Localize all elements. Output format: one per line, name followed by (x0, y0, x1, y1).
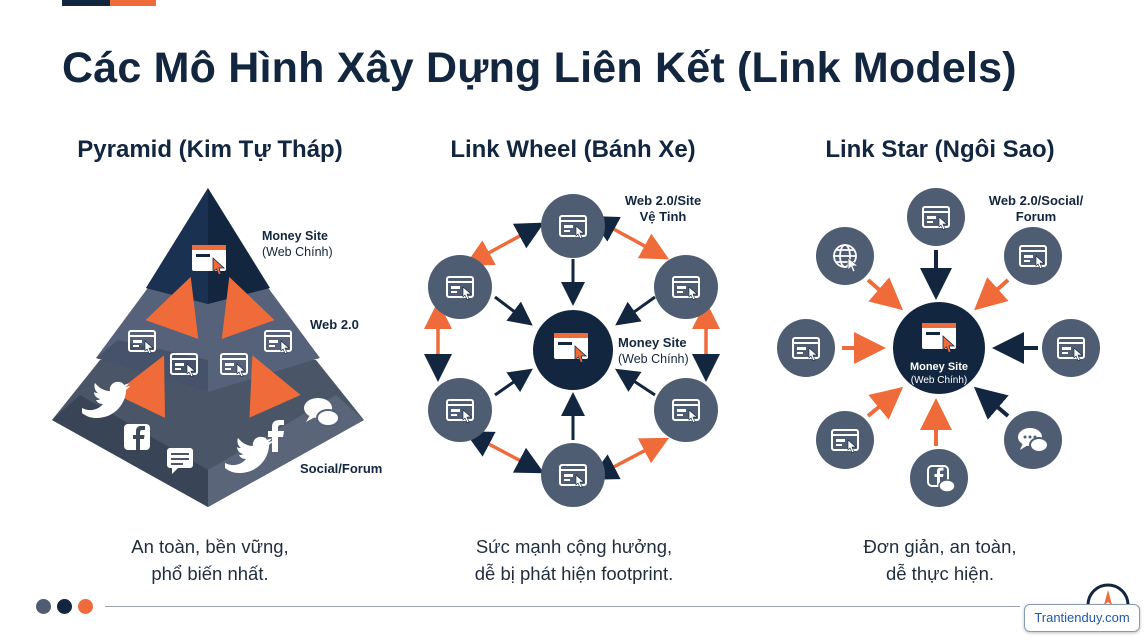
star-node (816, 411, 874, 469)
wheel-node (541, 443, 605, 507)
wheel-money-label: Money Site (618, 335, 687, 350)
star-money-site (893, 302, 985, 394)
facebook-icon (927, 465, 956, 493)
pyramid-caption-line-2: phổ biến nhất. (151, 563, 269, 584)
twitter-icon (225, 436, 273, 473)
star-caption-line-1: Đơn giản, an toàn, (863, 536, 1017, 557)
star-satellite-label-2: Forum (1016, 209, 1056, 224)
pyramid-caption-line-1: An toàn, bền vững, (131, 536, 289, 557)
pyramid-web20-label: Web 2.0 (310, 317, 359, 332)
wheel-money-sub: (Web Chính) (618, 352, 689, 366)
star-node-chat (1004, 411, 1062, 469)
wheel-caption-line-2: dễ bị phát hiện footprint. (474, 563, 674, 584)
wheel-satellite-label-1: Web 2.0/Site (625, 193, 701, 208)
wheel-satellite-label-2: Vệ Tinh (640, 209, 687, 224)
star-diagram: Web 2.0/Social/ Forum Money Site (Web Ch… (777, 188, 1100, 507)
twitter-icon (82, 381, 130, 418)
footer-divider (105, 606, 1020, 607)
wheel-node (654, 255, 718, 319)
star-node (907, 188, 965, 246)
star-node-facebook (910, 449, 968, 507)
wheel-money-site (533, 310, 613, 390)
star-caption-line-2: dễ thực hiện. (885, 563, 995, 584)
wheel-node (428, 255, 492, 319)
star-arrows (842, 250, 1038, 446)
wheel-diagram: Web 2.0/Site Vệ Tinh Money Site (Web Chí… (424, 193, 720, 507)
wheel-node (428, 378, 492, 442)
page-title: Các Mô Hình Xây Dựng Liên Kết (Link Mode… (62, 44, 1017, 92)
top-accent-bar (62, 0, 156, 6)
chat-icon (167, 448, 193, 474)
pyramid-heading: Pyramid (Kim Tự Tháp) (77, 136, 343, 163)
wheel-heading: Link Wheel (Bánh Xe) (450, 136, 696, 163)
globe-icon (833, 244, 857, 268)
star-caption: Đơn giản, an toàn, dễ thực hiện. (780, 533, 1100, 587)
wheel-rim-arrows (424, 215, 720, 480)
wheel-caption-line-1: Sức mạnh cộng hưởng, (475, 536, 673, 557)
star-node (1004, 227, 1062, 285)
pyramid-social-label: Social/Forum (300, 461, 382, 476)
pyramid-arrows (114, 276, 301, 418)
star-node (1042, 319, 1100, 377)
chat-icon (1018, 428, 1049, 453)
wheel-node (654, 378, 718, 442)
pyramid-diagram: Money Site (Web Chính) Web 2.0 Social/Fo… (52, 188, 382, 507)
pyramid-money-sub: (Web Chính) (262, 245, 333, 259)
site-badge[interactable]: Trantienduy.com (1024, 604, 1140, 632)
facebook-icon (268, 420, 284, 452)
star-money-label: Money Site (910, 361, 968, 373)
facebook-icon (124, 424, 150, 450)
pyramid-money-label: Money Site (262, 229, 328, 243)
star-node (777, 319, 835, 377)
star-money-sub: (Web Chính) (911, 375, 968, 386)
wheel-spoke-arrows (494, 259, 656, 440)
wheel-node (541, 194, 605, 258)
star-heading: Link Star (Ngôi Sao) (825, 136, 1055, 163)
pyramid-caption: An toàn, bền vững, phổ biến nhất. (50, 533, 370, 587)
pyramid-money-site-icon (191, 244, 227, 275)
star-satellite-label-1: Web 2.0/Social/ (989, 193, 1084, 208)
pyramid-social-icons (82, 381, 340, 474)
star-node-globe (816, 227, 874, 285)
wheel-caption: Sức mạnh cộng hưởng, dễ bị phát hiện foo… (414, 533, 734, 587)
chat-icon (304, 398, 340, 427)
